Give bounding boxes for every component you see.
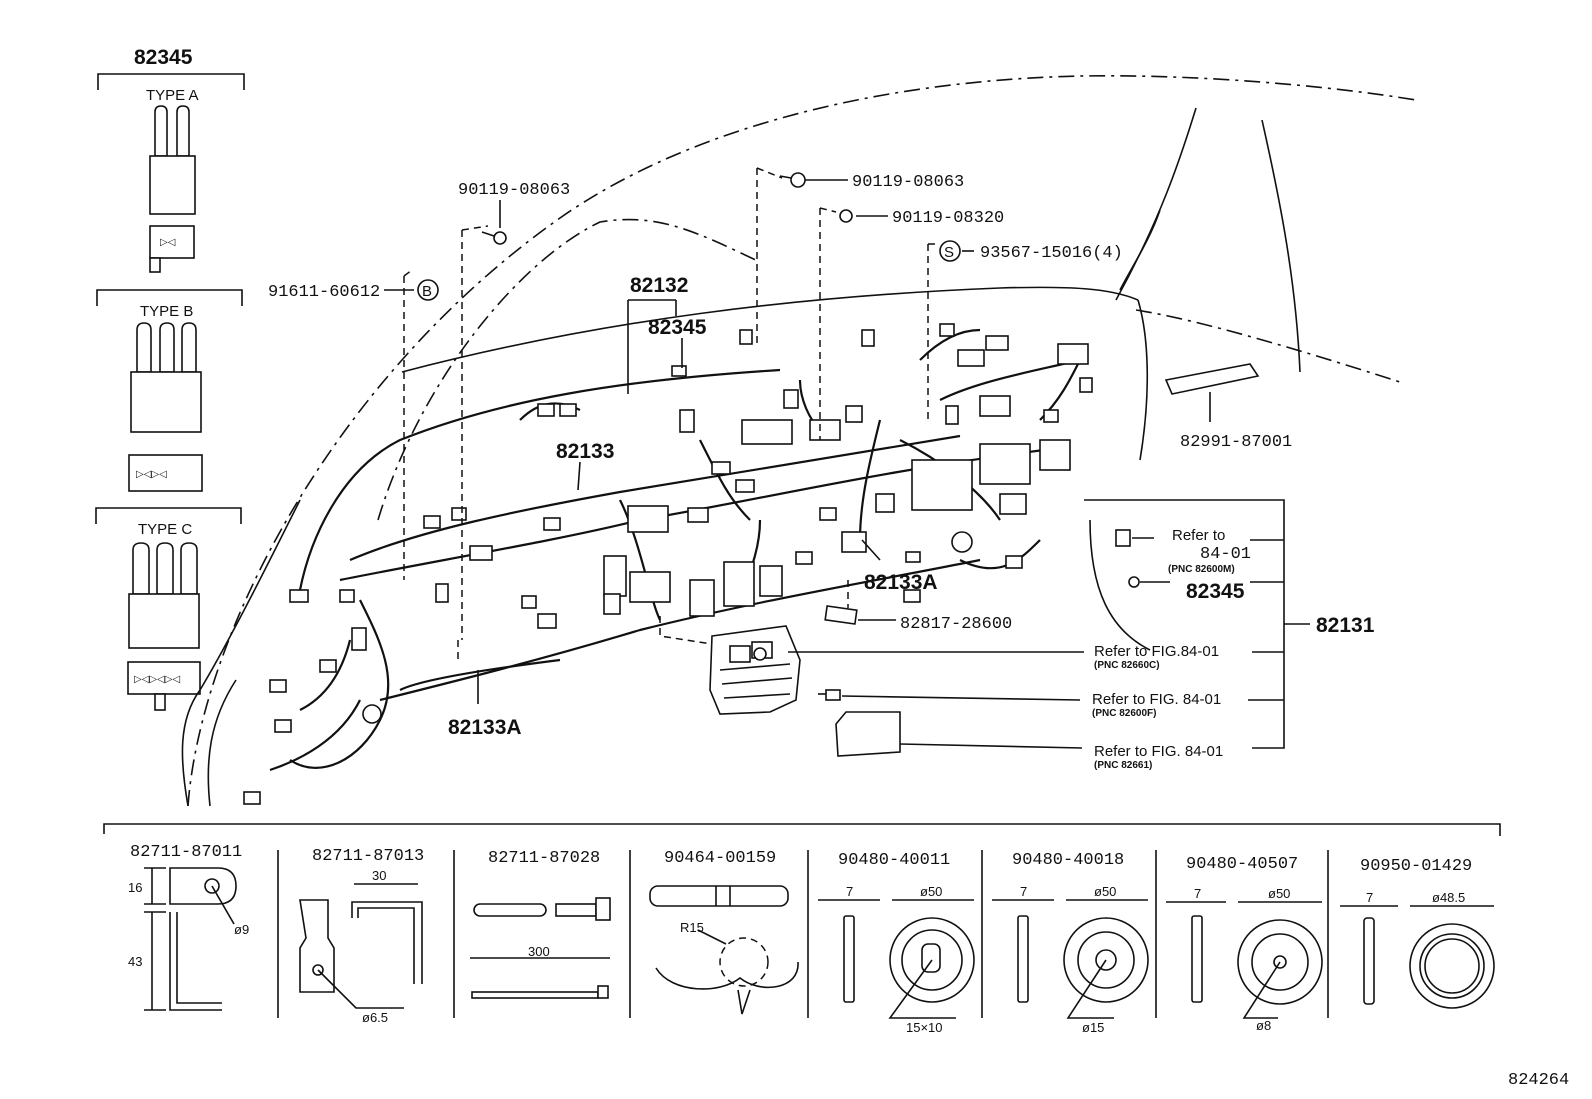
dim-16: 16 [128, 880, 142, 895]
refer-relay-fig: 84-01 [1200, 545, 1251, 564]
detail-part-no: 90464-00159 [664, 849, 776, 868]
detail-part-no: 82711-87011 [130, 843, 242, 862]
connector-types-part-no: 82345 [134, 46, 193, 69]
detail-82711-87011: 82711-87011 16 43 ø9 [128, 843, 249, 1011]
bolt-icon [779, 172, 806, 188]
refer-relay-pnc: (PNC 82600M) [1168, 564, 1235, 575]
dim-r15: R15 [680, 920, 704, 935]
label-bolt-b: 91611-60612 [268, 283, 380, 302]
dim-phi8: ø8 [1256, 1018, 1271, 1033]
detail-90480-40018: 90480-40018 7 ø50 ø15 [992, 851, 1149, 1035]
dim-43: 43 [128, 954, 142, 969]
bolt-mark-icon: B [417, 279, 439, 301]
detail-strip: 82711-87011 16 43 ø9 82711-87013 30 ø6.5 [103, 823, 1501, 1035]
refer-junction-label: Refer to FIG.84-01 [1094, 643, 1219, 660]
svg-text:▷◁: ▷◁ [160, 237, 176, 248]
dim-phi48-5: ø48.5 [1432, 890, 1465, 905]
svg-text:▷◁▷◁: ▷◁▷◁ [136, 469, 167, 480]
dim-7: 7 [846, 884, 853, 899]
label-screw: 93567-15016(4) [980, 244, 1123, 263]
label-82133a-left: 82133A [448, 716, 522, 739]
label-82131: 82131 [1316, 614, 1375, 637]
dim-15x10: 15×10 [906, 1020, 943, 1035]
bolt-icon [481, 231, 507, 245]
dim-phi50: ø50 [920, 884, 942, 899]
screw-mark-icon: S [939, 240, 961, 262]
label-bolt-left: 90119-08063 [458, 181, 570, 200]
detail-part-no: 90480-40507 [1186, 855, 1298, 874]
refer-block-pnc: (PNC 82661) [1094, 760, 1152, 771]
instrument-panel-harness [243, 323, 1093, 805]
refer-junction-pnc: (PNC 82660C) [1094, 660, 1160, 671]
connector-types-panel: 82345 TYPE A ▷◁ TYPE B ▷◁▷◁ TYPE C [95, 46, 245, 711]
detail-82711-87013: 82711-87013 30 ø6.5 [299, 847, 424, 1025]
refer-block-label: Refer to FIG. 84-01 [1094, 743, 1223, 760]
type-c-connector: ▷◁▷◁▷◁ [127, 542, 201, 711]
detail-82711-87028: 82711-87028 300 [470, 849, 611, 999]
bolt-mark-label: B [422, 283, 432, 300]
clip-part [824, 605, 858, 625]
detail-90480-40507: 90480-40507 7 ø50 ø8 [1166, 855, 1323, 1033]
fastener-icons: S B [417, 172, 1140, 588]
screw-mark-label: S [944, 244, 954, 261]
type-b-label: TYPE B [140, 303, 193, 320]
harness-protector [1164, 363, 1260, 395]
label-82133a-center: 82133A [864, 571, 938, 594]
bolt-icon [839, 209, 853, 223]
dashboard-outline [181, 74, 1417, 807]
detail-part-no: 90480-40011 [838, 851, 950, 870]
label-82132: 82132 [630, 274, 688, 297]
figure-number: 824264 [1508, 1071, 1569, 1090]
label-protector: 82991-87001 [1180, 433, 1292, 452]
refer-relay-82345: 82345 [1186, 580, 1245, 603]
relay-block [835, 711, 901, 757]
detail-90950-01429: 90950-01429 7 ø48.5 [1340, 857, 1495, 1009]
relay-clip [818, 689, 841, 701]
junction-block [709, 625, 801, 715]
label-82133: 82133 [556, 440, 614, 463]
detail-part-no: 82711-87028 [488, 849, 600, 868]
type-a-connector: ▷◁ [149, 105, 196, 273]
callout-lines [384, 167, 1310, 749]
relay-icon [1115, 529, 1131, 547]
dim-phi50: ø50 [1268, 886, 1290, 901]
part-labels: 90119-08063 90119-08063 90119-08320 9356… [268, 173, 1375, 771]
label-bolt-small: 90119-08320 [892, 209, 1004, 228]
connector-icon [1128, 576, 1140, 588]
dim-7: 7 [1020, 884, 1027, 899]
dim-phi6-5: ø6.5 [362, 1010, 388, 1025]
refer-fuse-label: Refer to FIG. 84-01 [1092, 691, 1221, 708]
dim-7: 7 [1194, 886, 1201, 901]
dim-phi9: ø9 [234, 922, 249, 937]
label-82345: 82345 [648, 316, 707, 339]
dim-300: 300 [528, 944, 550, 959]
type-c-label: TYPE C [138, 521, 192, 538]
type-a-label: TYPE A [146, 87, 199, 104]
type-b-connector: ▷◁▷◁ [128, 322, 203, 492]
detail-90480-40011: 90480-40011 7 ø50 15×10 [818, 851, 975, 1035]
dim-7: 7 [1366, 890, 1373, 905]
detail-90464-00159: 90464-00159 R15 [649, 849, 799, 1015]
svg-text:▷◁▷◁▷◁: ▷◁▷◁▷◁ [134, 674, 180, 685]
detail-part-no: 90950-01429 [1360, 857, 1472, 876]
label-bolt-top: 90119-08063 [852, 173, 964, 192]
refer-relay-label: Refer to [1172, 527, 1225, 544]
refer-fuse-pnc: (PNC 82600F) [1092, 708, 1156, 719]
detail-part-no: 90480-40018 [1012, 851, 1124, 870]
dim-phi50: ø50 [1094, 884, 1116, 899]
detail-part-no: 82711-87013 [312, 847, 424, 866]
label-clip: 82817-28600 [900, 615, 1012, 634]
dim-phi15: ø15 [1082, 1020, 1104, 1035]
dim-30: 30 [372, 868, 386, 883]
